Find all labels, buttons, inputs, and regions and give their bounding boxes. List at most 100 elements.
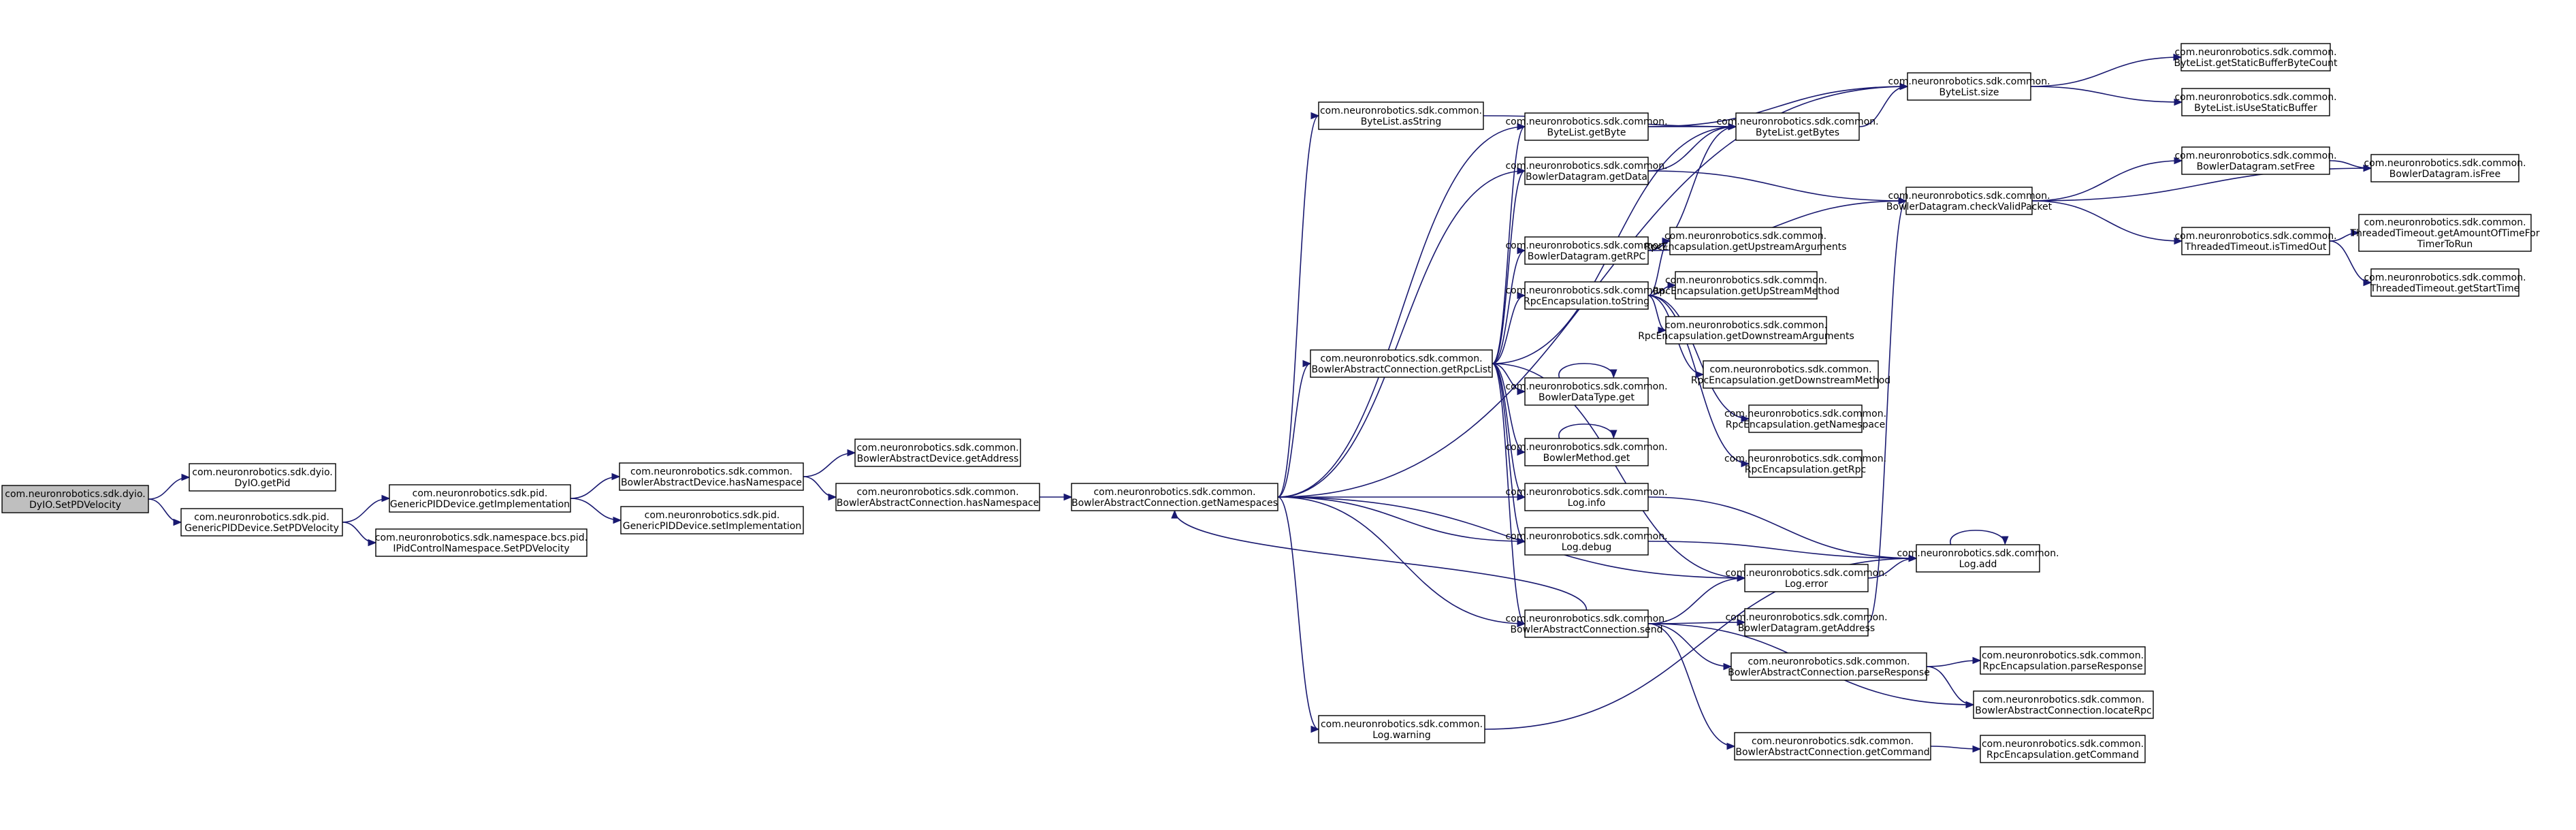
graph-node-tt-get-amount[interactable]: com.neuronrobotics.sdk.common.ThreadedTi… [2349, 214, 2540, 252]
node-label-line: com.neuronrobotics.sdk.common. [2364, 217, 2526, 228]
edge-line [803, 476, 837, 498]
node-label-line: ThreadedTimeout.getStartTime [2370, 283, 2520, 294]
graph-node-bac-parse-resp[interactable]: com.neuronrobotics.sdk.common.BowlerAbst… [1728, 652, 1930, 681]
graph-node-bd-check-valid[interactable]: com.neuronrobotics.sdk.common.BowlerData… [1886, 187, 2052, 215]
node-label-line: BowlerAbstractDevice.hasNamespace [621, 477, 802, 488]
node-label-line: BowlerDatagram.setFree [2197, 161, 2315, 172]
graph-node-bd-get-addr[interactable]: com.neuronrobotics.sdk.common.BowlerData… [1725, 608, 1888, 637]
edge-line [1867, 200, 1907, 623]
graph-node-rpc-get-rpc[interactable]: com.neuronrobotics.sdk.common.RpcEncapsu… [1724, 449, 1886, 478]
graph-node-bd-get-rpc[interactable]: com.neuronrobotics.sdk.common.BowlerData… [1505, 236, 1668, 265]
node-label-line: ByteList.getBytes [1756, 127, 1839, 138]
graph-node-rpc-get-up-args[interactable]: com.neuronrobotics.sdk.common.RpcEncapsu… [1644, 227, 1847, 255]
arrowhead-icon [1517, 493, 1526, 501]
graph-node-bd-set-free[interactable]: com.neuronrobotics.sdk.common.BowlerData… [2174, 146, 2337, 175]
edge-line [1647, 295, 1750, 464]
node-box [2181, 227, 2330, 255]
edge-line [1277, 115, 1319, 498]
edge-line [1558, 363, 1615, 379]
node-label-line: com.neuronrobotics.sdk.common. [1709, 364, 1871, 375]
node-box [619, 462, 804, 491]
node-label-line: BowlerDatagram.getRPC [1528, 251, 1646, 262]
graph-node-gpid-set-impl[interactable]: com.neuronrobotics.sdk.pid.GenericPIDDev… [620, 506, 804, 534]
node-label-line: RpcEncapsulation.getNamespace [1726, 419, 1885, 430]
edge-bac-get-rpc-list-to-log-debug [1492, 363, 1526, 545]
node-label-line: RpcEncapsulation.getDownstreamArguments [1638, 331, 1854, 342]
edge-line [1277, 496, 1319, 730]
graph-node-log-add[interactable]: com.neuronrobotics.sdk.common.Log.add [1897, 544, 2059, 573]
node-box [1310, 349, 1493, 378]
node-label-line: com.neuronrobotics.sdk.namespace.bcs.pid… [375, 532, 587, 543]
graph-node-bac-get-rpc-list[interactable]: com.neuronrobotics.sdk.common.BowlerAbst… [1310, 349, 1493, 378]
graph-node-bl-get-byte[interactable]: com.neuronrobotics.sdk.common.ByteList.g… [1505, 112, 1668, 141]
edge-line [1647, 295, 1750, 419]
graph-node-rpc-parse-resp[interactable]: com.neuronrobotics.sdk.common.RpcEncapsu… [1980, 646, 2146, 675]
graph-node-bd-get-data[interactable]: com.neuronrobotics.sdk.common.BowlerData… [1505, 157, 1668, 185]
graph-node-bl-as-string[interactable]: com.neuronrobotics.sdk.common.ByteList.a… [1318, 101, 1484, 130]
graph-node-bac-send[interactable]: com.neuronrobotics.sdk.common.BowlerAbst… [1505, 609, 1668, 638]
node-label-line: ThreadedTimeout.isTimedOut [2185, 242, 2327, 253]
graph-node-bac-get-cmd[interactable]: com.neuronrobotics.sdk.common.BowlerAbst… [1734, 732, 1931, 761]
node-box [1318, 715, 1485, 744]
arrowhead-icon [1171, 509, 1178, 519]
node-label-line: BowlerDataType.get [1539, 392, 1635, 403]
graph-node-log-warning[interactable]: com.neuronrobotics.sdk.common.Log.warnin… [1318, 715, 1485, 744]
node-label-line: Log.info [1568, 498, 1606, 509]
node-box [389, 484, 571, 513]
graph-node-bad-get-addr[interactable]: com.neuronrobotics.sdk.common.BowlerAbst… [854, 438, 1021, 467]
graph-node-dyio-get-pid[interactable]: com.neuronrobotics.sdk.dyio.DyIO.getPid [189, 463, 336, 492]
graph-node-rpc-get-up-method[interactable]: com.neuronrobotics.sdk.common.RpcEncapsu… [1653, 271, 1839, 300]
node-label-line: RpcEncapsulation.getDownstreamMethod [1691, 375, 1890, 386]
graph-node-bac-locate-rpc[interactable]: com.neuronrobotics.sdk.common.BowlerAbst… [1973, 690, 2154, 719]
node-label-line: com.neuronrobotics.sdk.common. [856, 443, 1018, 453]
graph-node-bdt-get[interactable]: com.neuronrobotics.sdk.common.BowlerData… [1505, 377, 1668, 406]
node-label-line: ByteList.getByte [1547, 127, 1626, 138]
graph-node-ipid-set-pdvel[interactable]: com.neuronrobotics.sdk.namespace.bcs.pid… [375, 528, 587, 557]
node-label-line: ByteList.isUseStaticBuffer [2194, 103, 2317, 114]
graph-node-gpid-get-impl[interactable]: com.neuronrobotics.sdk.pid.GenericPIDDev… [389, 484, 571, 513]
node-label-line: com.neuronrobotics.sdk.common. [1748, 656, 1910, 667]
graph-node-log-debug[interactable]: com.neuronrobotics.sdk.common.Log.debug [1505, 527, 1668, 556]
edge-bac-get-rpc-list-to-bm-get [1492, 363, 1526, 456]
node-label-line: com.neuronrobotics.sdk.common. [1897, 548, 2059, 559]
arrowhead-icon [181, 473, 191, 481]
graph-node-tt-get-start[interactable]: com.neuronrobotics.sdk.common.ThreadedTi… [2364, 268, 2526, 297]
graph-node-log-info[interactable]: com.neuronrobotics.sdk.common.Log.info [1505, 483, 1668, 511]
graph-node-rpc-get-ns[interactable]: com.neuronrobotics.sdk.common.RpcEncapsu… [1724, 404, 1886, 433]
graph-node-bl-size[interactable]: com.neuronrobotics.sdk.common.ByteList.s… [1888, 72, 2050, 101]
node-box [1524, 438, 1649, 466]
edge-log-info-to-log-add [1647, 496, 1918, 562]
edge-line [2030, 57, 2182, 87]
node-box [1665, 316, 1827, 345]
node-label-line: BowlerAbstractConnection.getRpcList [1311, 364, 1492, 375]
edge-line [1492, 250, 1526, 364]
node-label-line: com.neuronrobotics.sdk.common. [1320, 106, 1482, 116]
graph-node-rpc-get-cmd[interactable]: com.neuronrobotics.sdk.common.RpcEncapsu… [1980, 735, 2146, 763]
graph-node-rpc-get-down-args[interactable]: com.neuronrobotics.sdk.common.RpcEncapsu… [1638, 316, 1854, 345]
node-label-line: Log.error [1785, 579, 1829, 590]
graph-node-gpid-set-pdvel[interactable]: com.neuronrobotics.sdk.pid.GenericPIDDev… [180, 508, 343, 537]
graph-node-bac-has-ns[interactable]: com.neuronrobotics.sdk.common.BowlerAbst… [835, 483, 1040, 511]
node-label-line: ByteList.getStaticBufferByteCount [2174, 58, 2338, 69]
arrowhead-icon [2174, 157, 2183, 165]
graph-node-bac-get-ns[interactable]: com.neuronrobotics.sdk.common.BowlerAbst… [1071, 483, 1278, 511]
edge-line [1492, 363, 1745, 579]
graph-node-bl-get-static-count[interactable]: com.neuronrobotics.sdk.common.ByteList.g… [2174, 43, 2338, 71]
graph-node-bm-get[interactable]: com.neuronrobotics.sdk.common.BowlerMeth… [1505, 438, 1668, 466]
node-box [1973, 690, 2154, 719]
edge-bac-get-ns-to-bac-send [1277, 496, 1526, 628]
node-box [1, 485, 149, 513]
graph-node-root[interactable]: com.neuronrobotics.sdk.dyio.DyIO.SetPDVe… [1, 485, 149, 513]
graph-node-bd-is-free[interactable]: com.neuronrobotics.sdk.common.BowlerData… [2364, 154, 2526, 182]
graph-node-rpc-to-string[interactable]: com.neuronrobotics.sdk.common.RpcEncapsu… [1505, 281, 1668, 310]
edge-line [1277, 170, 1526, 498]
arrowhead-icon [1965, 701, 1975, 709]
graph-node-bl-get-bytes[interactable]: com.neuronrobotics.sdk.common.ByteList.g… [1716, 112, 1879, 141]
graph-node-rpc-get-down-method[interactable]: com.neuronrobotics.sdk.common.RpcEncapsu… [1691, 360, 1890, 389]
graph-node-log-error[interactable]: com.neuronrobotics.sdk.common.Log.error [1725, 564, 1888, 592]
edge-bac-get-rpc-list-to-bl-get-byte [1492, 123, 1526, 364]
graph-node-bl-is-use-static[interactable]: com.neuronrobotics.sdk.common.ByteList.i… [2174, 88, 2337, 116]
node-label-line: com.neuronrobotics.sdk.pid. [413, 488, 548, 499]
graph-node-bad-has-ns[interactable]: com.neuronrobotics.sdk.common.BowlerAbst… [619, 462, 804, 491]
graph-node-tt-is-timed-out[interactable]: com.neuronrobotics.sdk.common.ThreadedTi… [2174, 227, 2337, 255]
